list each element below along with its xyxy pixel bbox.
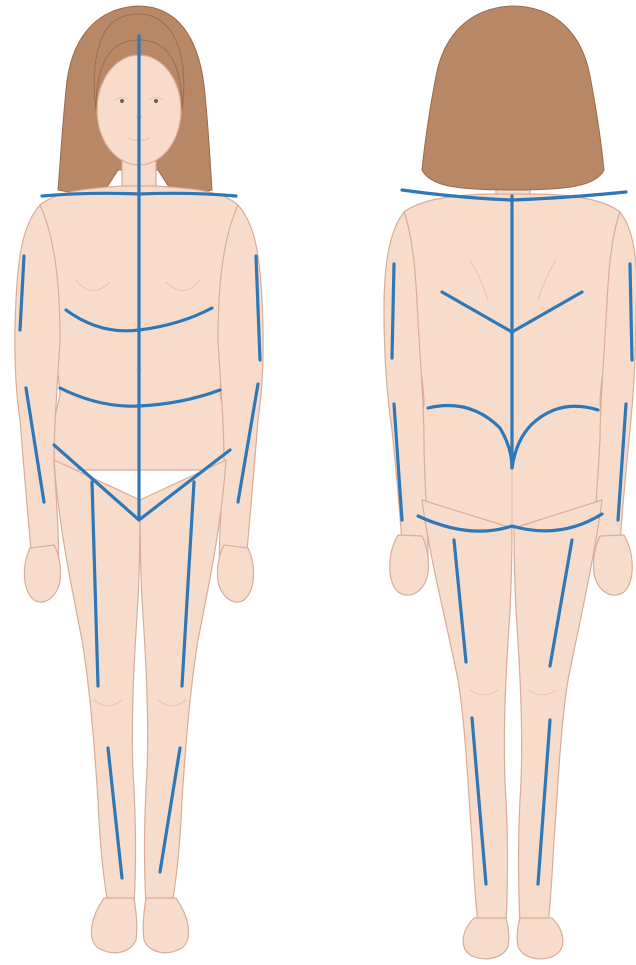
back-left-leg: [422, 500, 512, 925]
back-left-upperarm-line: [392, 264, 394, 358]
back-right-hand: [593, 535, 632, 595]
back-left-foot: [463, 918, 509, 959]
back-right-foot: [517, 918, 563, 959]
back-right-upperarm-line: [630, 264, 632, 360]
front-right-hand: [217, 545, 253, 602]
front-left-hand: [24, 545, 60, 602]
back-right-leg: [514, 500, 602, 925]
back-left-hand: [390, 535, 429, 595]
front-right-pupil: [154, 99, 158, 103]
front-right-foot: [143, 898, 188, 953]
front-left-arm: [15, 205, 60, 581]
front-figure: [15, 6, 263, 953]
back-hair: [422, 6, 604, 190]
front-left-pupil: [120, 99, 124, 103]
front-left-foot: [91, 898, 136, 953]
back-figure: [384, 6, 636, 959]
